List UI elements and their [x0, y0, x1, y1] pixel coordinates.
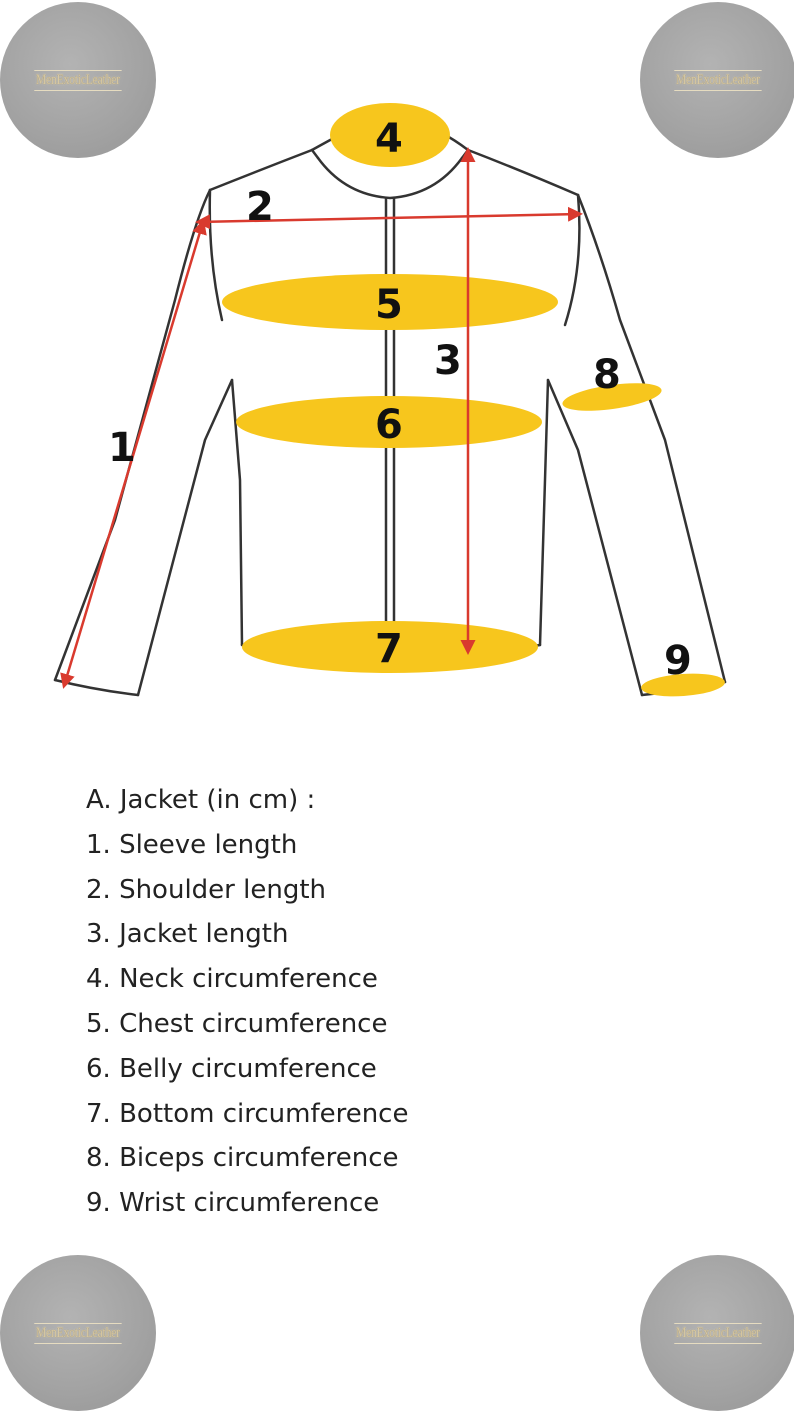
legend-item-belly-circumference: 6. Belly circumference — [86, 1053, 377, 1084]
legend-item-wrist-circumference: 9. Wrist circumference — [86, 1188, 380, 1219]
biceps-highlight — [562, 383, 662, 411]
marker-7: 7 — [375, 626, 403, 672]
legend-item-bottom-circumference: 7. Bottom circumference — [86, 1098, 409, 1129]
marker-2: 2 — [246, 184, 274, 230]
marker-1: 1 — [108, 425, 136, 471]
sleeve-length-arrow — [60, 219, 207, 689]
brand-logo-badge: MenExoticLeather — [0, 2, 156, 158]
wrist-highlight — [641, 673, 725, 697]
brand-logo-text: MenExoticLeather — [674, 69, 762, 91]
measurement-legend: A. Jacket (in cm) : 1. Sleeve length 2. … — [86, 778, 408, 1226]
legend-item-shoulder-length: 2. Shoulder length — [86, 874, 326, 905]
legend-item-biceps-circumference: 8. Biceps circumference — [86, 1143, 399, 1174]
brand-logo-badge: MenExoticLeather — [640, 1255, 794, 1411]
marker-6: 6 — [375, 402, 403, 448]
shoulder-length-arrow — [195, 206, 583, 230]
marker-5: 5 — [375, 282, 403, 328]
neck-highlight — [330, 103, 450, 167]
legend-item-jacket-length: 3. Jacket length — [86, 919, 289, 950]
legend-item-sleeve-length: 1. Sleeve length — [86, 829, 298, 860]
legend-item-neck-circumference: 4. Neck circumference — [86, 964, 378, 995]
brand-logo-text: MenExoticLeather — [674, 1322, 762, 1344]
jacket-measurement-diagram: 1 2 3 4 5 6 7 8 9 — [53, 103, 727, 697]
legend-item-chest-circumference: 5. Chest circumference — [86, 1008, 388, 1039]
brand-logo-badge: MenExoticLeather — [0, 1255, 156, 1411]
measurement-arrows — [60, 147, 583, 689]
marker-3: 3 — [434, 338, 462, 384]
measurement-numbers: 1 2 3 4 5 6 7 8 9 — [108, 116, 692, 684]
marker-4: 4 — [375, 116, 403, 162]
legend-heading: A. Jacket (in cm) : — [86, 785, 316, 815]
marker-8: 8 — [593, 352, 621, 398]
brand-logo-badge: MenExoticLeather — [640, 2, 794, 158]
brand-logo-text: MenExoticLeather — [34, 1322, 122, 1344]
brand-logo-text: MenExoticLeather — [34, 69, 122, 91]
marker-9: 9 — [664, 638, 692, 684]
